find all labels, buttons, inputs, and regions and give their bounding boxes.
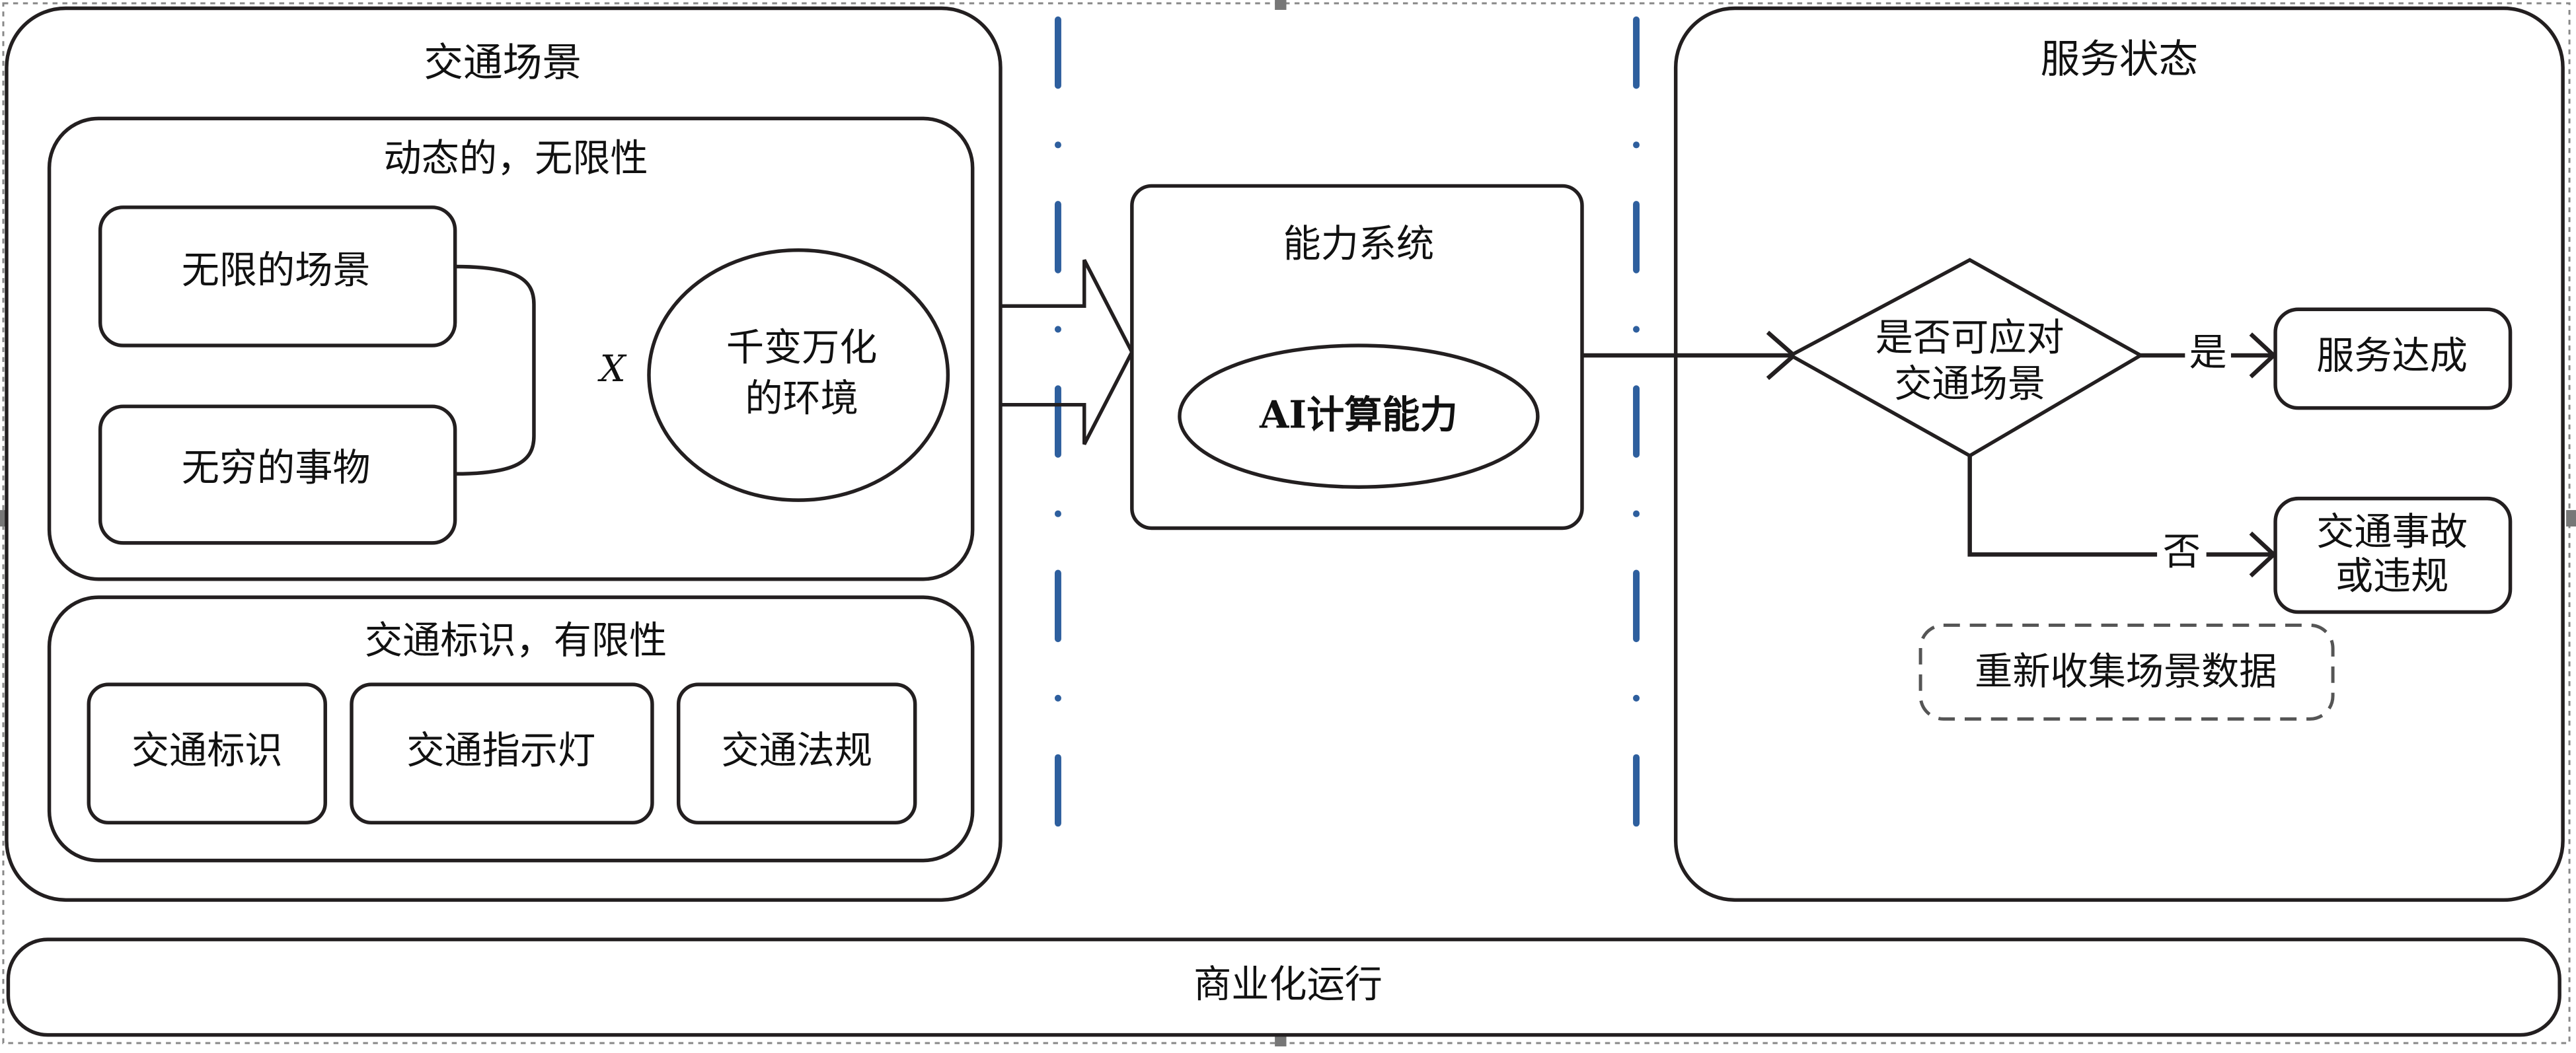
commercial-operation-bar: 商业化运行 bbox=[6, 937, 2561, 1037]
ai-compute-label: AI计算能力 bbox=[1259, 393, 1458, 437]
no-branch-line bbox=[1967, 455, 2273, 557]
resize-handle-top[interactable] bbox=[1275, 0, 1287, 10]
infinite-scenes-label: 无限的场景 bbox=[182, 248, 371, 292]
commercial-operation-label: 商业化运行 bbox=[1193, 962, 1383, 1006]
capability-system-panel: 能力系统 AI计算能力 bbox=[1130, 184, 1584, 530]
traffic-signs-label: 交通标识 bbox=[132, 729, 283, 773]
input-block-arrow bbox=[1000, 259, 1134, 445]
static-group-title: 交通标识，有限性 bbox=[365, 619, 667, 663]
static-group: 交通标识，有限性 交通标识 交通指示灯 交通法规 bbox=[47, 595, 975, 863]
dynamic-group-title: 动态的，无限性 bbox=[384, 137, 648, 180]
traffic-scene-panel: 交通场景 动态的，无限性 无限的场景 无穷的事物 X 千变万化 的环境 交通标识… bbox=[5, 6, 1003, 902]
service-status-container bbox=[1673, 6, 2565, 902]
infinite-scenes-box bbox=[98, 205, 457, 347]
service-achieved-label: 服务达成 bbox=[2316, 334, 2468, 378]
service-status-panel: 服务状态 是否可应对 交通场景 是 服务达成 否 交通事故 或违规 重新收集场景… bbox=[1581, 6, 2565, 902]
decision-label-line1: 是否可应对 bbox=[1875, 316, 2065, 360]
dynamic-group: 动态的，无限性 无限的场景 无穷的事物 X 千变万化 的环境 bbox=[47, 116, 975, 581]
service-achieved-box bbox=[2273, 307, 2513, 410]
yes-label: 是 bbox=[2189, 331, 2227, 375]
capability-system-title: 能力系统 bbox=[1283, 223, 1435, 266]
traffic-lights-label: 交通指示灯 bbox=[406, 729, 595, 773]
accident-violation-line1: 交通事故 bbox=[2316, 510, 2468, 554]
traffic-rules-box bbox=[676, 682, 917, 825]
accident-violation-box bbox=[2273, 496, 2513, 614]
recollect-data-box bbox=[1918, 623, 2335, 721]
combine-bracket bbox=[455, 264, 536, 476]
environment-label-line1: 千变万化 bbox=[726, 326, 878, 369]
environment-label-line2: 的环境 bbox=[745, 377, 858, 421]
decision-label-line2: 交通场景 bbox=[1894, 362, 2045, 406]
multiply-operator: X bbox=[597, 347, 627, 390]
no-label: 否 bbox=[2163, 530, 2201, 573]
traffic-rules-label: 交通法规 bbox=[721, 729, 872, 773]
recollect-data-label: 重新收集场景数据 bbox=[1975, 650, 2277, 694]
service-status-title: 服务状态 bbox=[2041, 37, 2199, 83]
endless-things-label: 无穷的事物 bbox=[182, 446, 371, 490]
traffic-scene-title: 交通场景 bbox=[424, 40, 582, 86]
traffic-signs-box bbox=[87, 682, 327, 825]
accident-violation-line2: 或违规 bbox=[2335, 555, 2449, 599]
resize-handle-right[interactable] bbox=[2566, 510, 2576, 526]
commercial-operation-box bbox=[6, 937, 2561, 1037]
ai-compute-ellipse bbox=[1178, 344, 1540, 489]
environment-ellipse bbox=[647, 248, 950, 502]
traffic-lights-box bbox=[350, 682, 654, 825]
